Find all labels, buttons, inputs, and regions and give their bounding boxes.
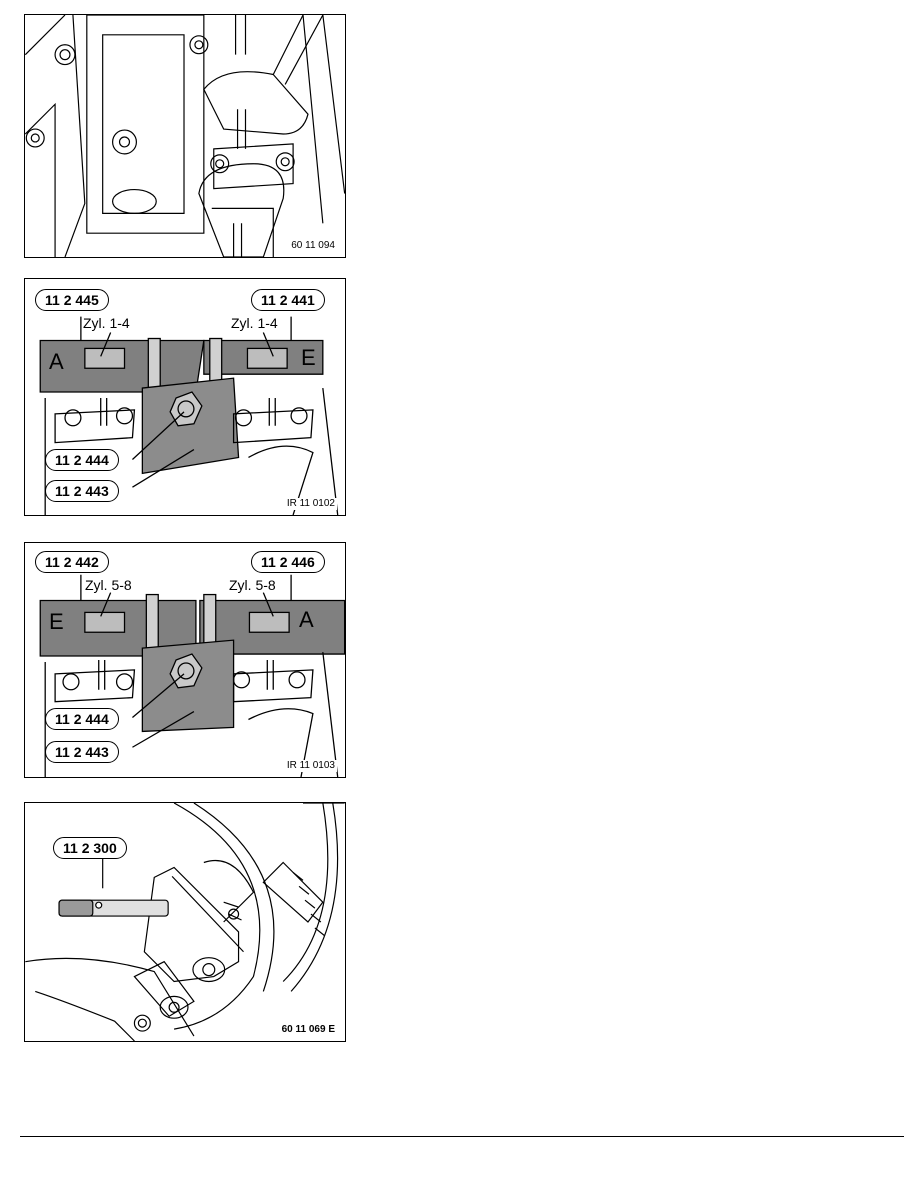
callout-11-2-441: 11 2 441 — [251, 289, 325, 311]
figure-code: 60 11 094 — [289, 240, 337, 252]
callout-11-2-300: 11 2 300 — [53, 837, 127, 859]
label-cylinders-left: Zyl. 5-8 — [85, 577, 132, 593]
callout-11-2-442: 11 2 442 — [35, 551, 109, 573]
letter-right: E — [301, 345, 316, 370]
callout-11-2-446: 11 2 446 — [251, 551, 325, 573]
callout-11-2-444: 11 2 444 — [45, 449, 119, 471]
flywheel-pin-illustration — [25, 803, 345, 1041]
callout-11-2-445: 11 2 445 — [35, 289, 109, 311]
callout-11-2-443: 11 2 443 — [45, 741, 119, 763]
engine-illustration — [25, 15, 345, 257]
letter-left: E — [49, 609, 64, 634]
label-cylinders-left: Zyl. 1-4 — [83, 315, 130, 331]
figure-code: IR 11 0102 — [284, 498, 337, 510]
footer-divider — [20, 1136, 904, 1137]
letter-right: A — [299, 607, 314, 632]
camshaft-tool-illustration — [39, 574, 345, 777]
label-cylinders-right: Zyl. 1-4 — [231, 315, 278, 331]
figure-cyl-1-4: 11 2 445 11 2 441 Zyl. 1-4 Zyl. 1-4 A E … — [24, 278, 346, 516]
figure-wrench-bolt: 60 11 094 — [24, 14, 346, 258]
label-cylinders-right: Zyl. 5-8 — [229, 577, 276, 593]
figure-cyl-5-8: 11 2 442 11 2 446 Zyl. 5-8 Zyl. 5-8 E A … — [24, 542, 346, 778]
callout-11-2-443: 11 2 443 — [45, 480, 119, 502]
figure-flywheel-lock: 11 2 300 60 11 069 E — [24, 802, 346, 1042]
figure-code: 60 11 069 E — [279, 1024, 337, 1036]
letter-left: A — [49, 349, 64, 374]
callout-11-2-444: 11 2 444 — [45, 708, 119, 730]
figure-code: IR 11 0103 — [284, 760, 337, 772]
camshaft-tool-illustration — [39, 316, 339, 515]
